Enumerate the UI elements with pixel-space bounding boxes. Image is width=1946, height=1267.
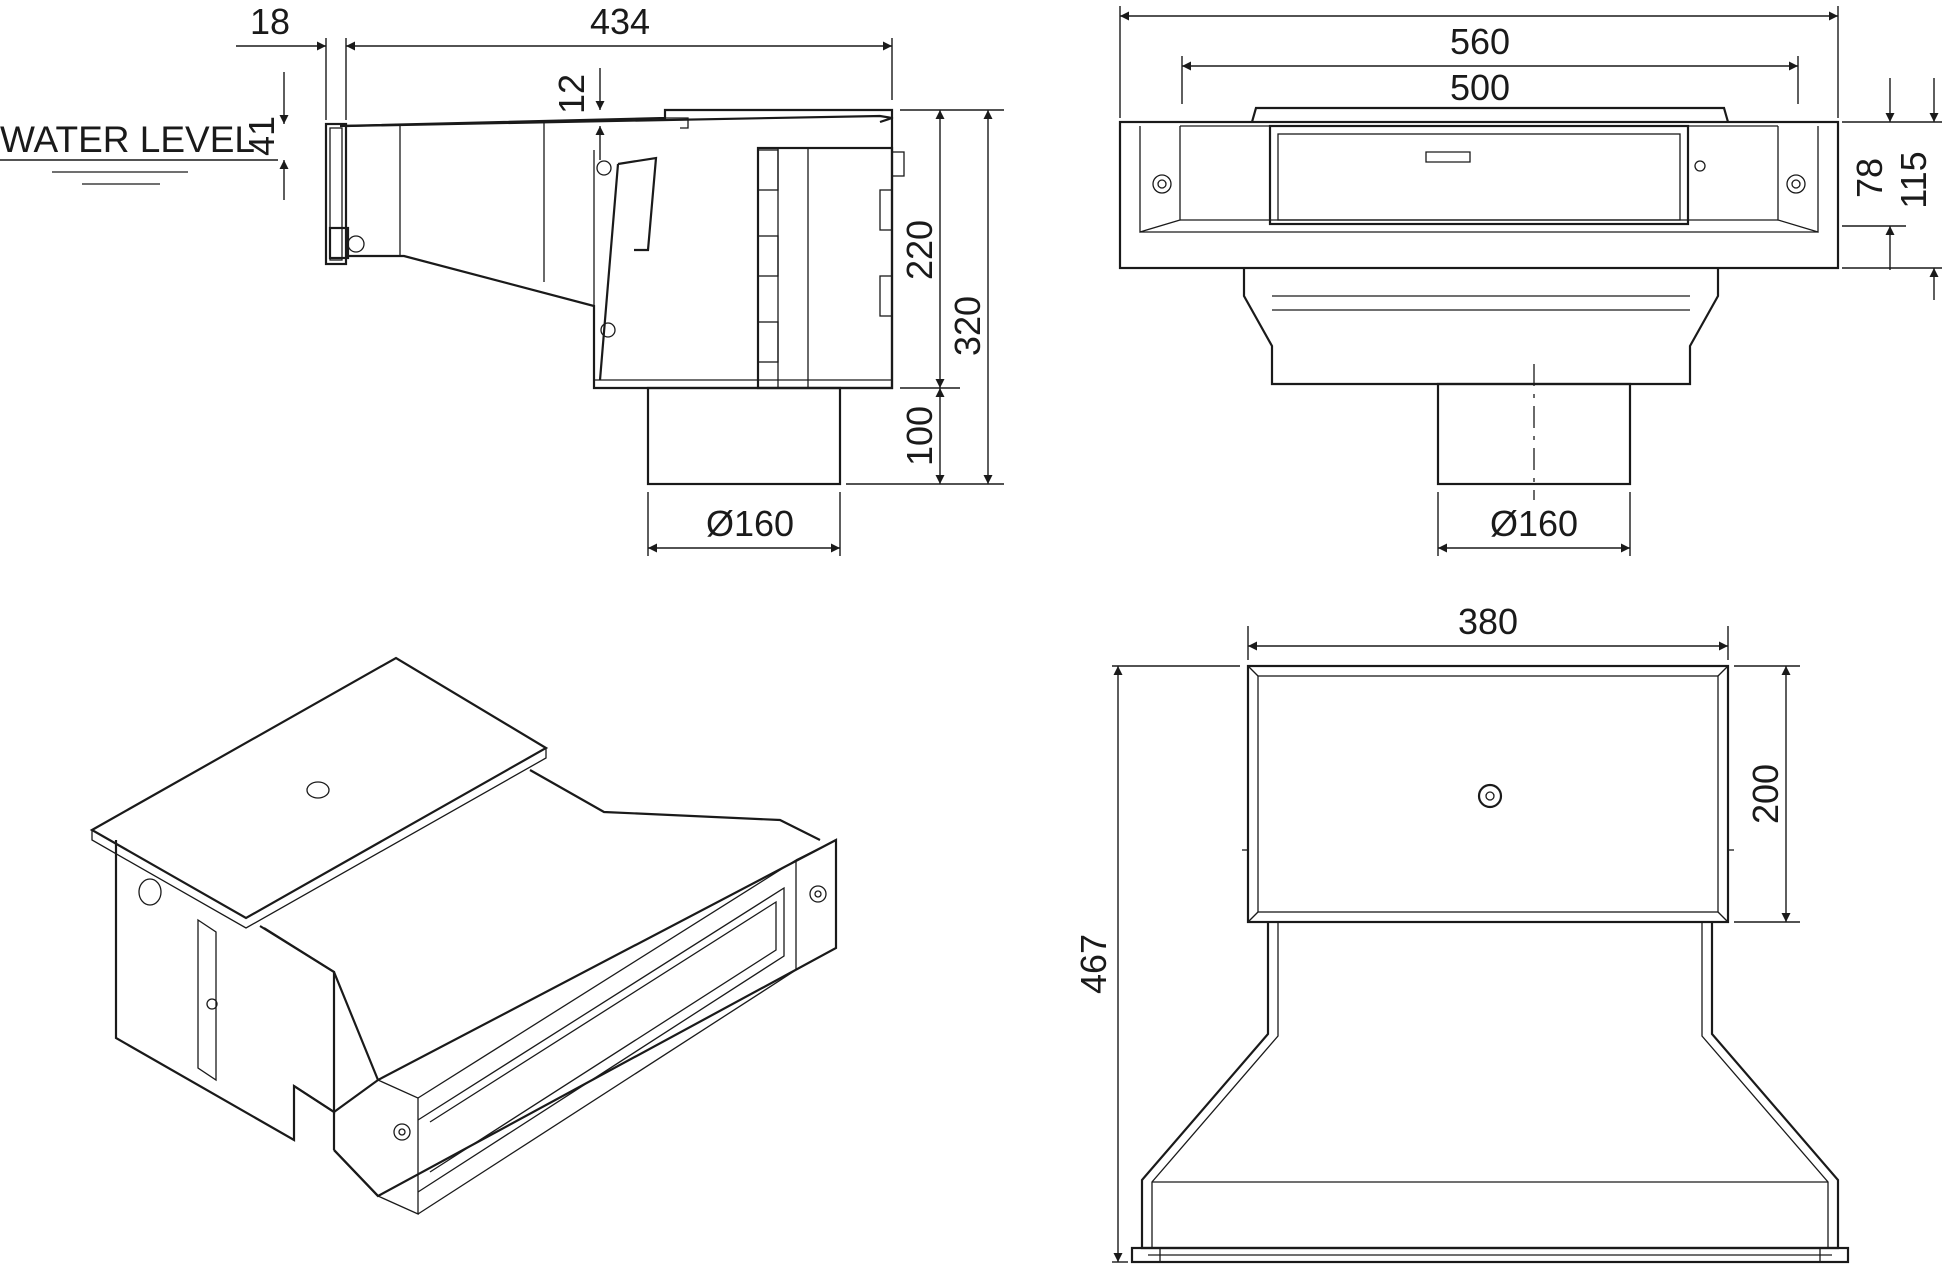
iso-body <box>114 769 821 1150</box>
dim-total-length: 467 <box>1073 934 1114 994</box>
water-level-symbol <box>0 159 278 185</box>
dim-front-pipe-diameter: Ø160 <box>1490 503 1578 544</box>
dim-total-height: 320 <box>947 296 988 356</box>
side-body <box>345 114 905 390</box>
dim-opening-height: 78 <box>1849 158 1890 198</box>
front-body <box>1242 268 1720 386</box>
plan-flange <box>1130 1246 1850 1264</box>
plan-view: 380 200 467 <box>1073 601 1850 1264</box>
plan-dimension-lines <box>1112 626 1800 1263</box>
dim-flange: 18 <box>250 1 290 42</box>
dim-flange-width: 560 <box>1450 21 1510 62</box>
dim-water-depth: 41 <box>241 116 282 156</box>
plan-lid <box>1242 664 1734 924</box>
front-flange <box>1118 120 1840 270</box>
isometric-view <box>89 656 838 1216</box>
side-outlet-pipe <box>646 386 842 486</box>
dim-pipe-diameter: Ø160 <box>706 503 794 544</box>
dim-flange-height: 115 <box>1893 151 1934 208</box>
front-dimension-lines <box>1119 6 1942 556</box>
water-level-label: WATER LEVEL <box>0 119 255 160</box>
side-view: WATER LEVEL <box>0 1 1004 556</box>
front-view: 560 500 78 115 Ø160 <box>1118 6 1942 556</box>
iso-mouth <box>333 838 838 1216</box>
dim-lid-width: 500 <box>1450 67 1510 108</box>
dim-length: 434 <box>590 1 650 42</box>
dim-lid-depth: 200 <box>1745 764 1786 824</box>
front-lid <box>1250 106 1730 123</box>
dim-lid-offset: 12 <box>551 74 592 114</box>
plan-body <box>1140 922 1840 1250</box>
side-lid <box>339 108 894 176</box>
dim-body-height: 220 <box>899 220 940 280</box>
dim-pipe-height: 100 <box>899 406 940 466</box>
iso-lid <box>89 656 549 929</box>
side-flange <box>324 122 365 266</box>
front-opening <box>1268 124 1706 226</box>
dim-body-width: 380 <box>1458 601 1518 642</box>
side-dimension-lines <box>236 38 1004 556</box>
